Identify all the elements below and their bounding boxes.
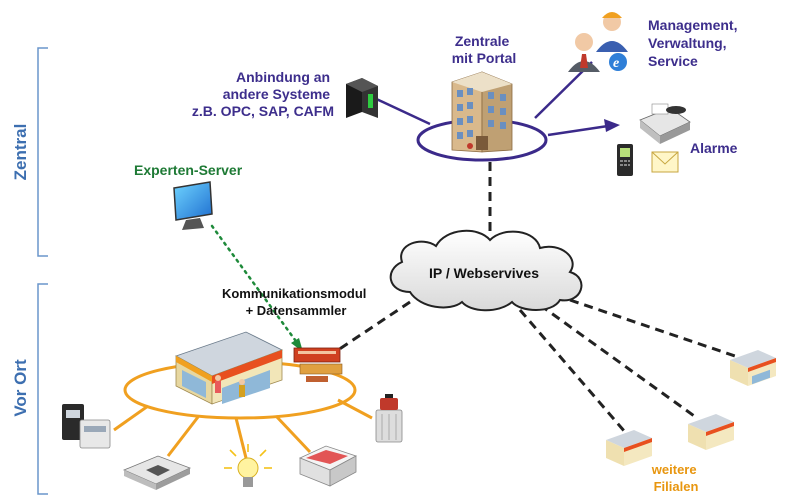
label-management-line-2: Verwaltung, [648,35,727,51]
label-zentrale: Zentrale mit Portal [452,33,517,66]
label-filialen: weitere Filialen [651,462,700,494]
label-kommunikation: Kommunikationsmodul + Datensammler [222,286,370,318]
label-management-line-3: Service [648,53,698,69]
label-management-line-1: Management, [648,17,737,33]
module-icon [293,347,343,382]
lightbulb-icon [224,444,272,487]
label-anbindung-line-2: andere Systeme [223,86,331,102]
office-building-icon [451,71,513,153]
section-bracket-central [37,47,48,257]
label-kommunikation-line-1: Kommunikationsmodul [222,286,366,301]
label-cloud: IP / Webservives [429,265,539,281]
mobile-phone-icon [617,144,633,176]
onsite-spokes [113,398,373,459]
branch-store-icon [730,350,776,386]
email-icon [651,151,679,173]
branch-store-icon [606,430,652,466]
store-icon [175,331,284,405]
browser-icon: e [609,53,627,71]
label-zentrale-line-2: mit Portal [452,50,517,66]
alarm-arrowhead [604,119,620,132]
people-icon [568,12,628,72]
branch-store-icon [688,414,734,450]
heater-icon [375,394,403,443]
label-alarme: Alarme [690,140,738,156]
fax-icon [639,103,691,144]
meter-icon [62,404,111,449]
expert-link [210,224,300,346]
label-anbindung-line-1: Anbindung an [236,69,330,85]
section-bracket-onsite [37,283,48,495]
label-management: Management, Verwaltung, Service [648,17,741,69]
label-anbindung: Anbindung an andere Systeme z.B. OPC, SA… [192,69,334,119]
freezer-icon [298,445,358,487]
label-kommunikation-line-2: + Datensammler [246,303,347,318]
section-label-onsite: Vor Ort [11,359,30,417]
label-filialen-line-2: Filialen [654,479,699,494]
ac-unit-icon [122,455,192,490]
label-experten-server: Experten-Server [134,162,243,178]
svg-text:e: e [613,56,619,71]
section-label-central: Zentral [11,124,30,181]
monitor-icon [173,181,213,230]
network-links [337,162,736,433]
people-at-store-icon [215,375,245,397]
label-filialen-line-1: weitere [651,462,697,477]
label-anbindung-line-3: z.B. OPC, SAP, CAFM [192,103,334,119]
server-tower-icon [346,78,378,118]
cloud-shape [389,229,583,312]
label-zentrale-line-1: Zentrale [455,33,510,49]
